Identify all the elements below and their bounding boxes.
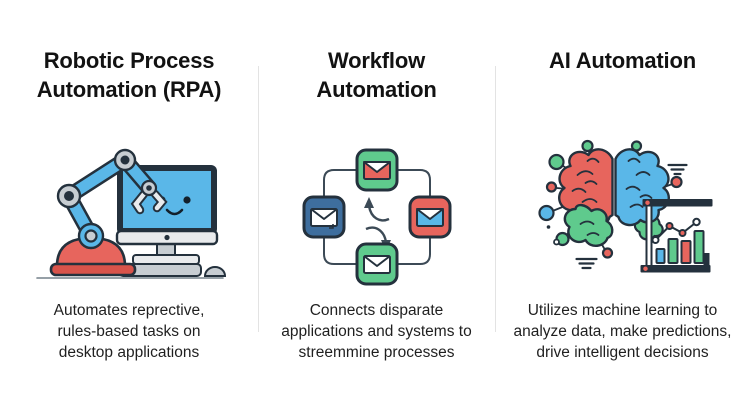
rpa-title: Robotic Process Automation (RPA) [36,48,222,103]
title-wrap: AI Automation [549,46,696,138]
column-divider [258,66,259,332]
neural-nodes [537,139,683,259]
envelope-tile-bottom [355,242,398,286]
brain-right-hemisphere [613,148,670,241]
rpa-description: Automates reprective, rules-based tasks … [53,302,205,362]
brain-analytics-icon [537,139,712,273]
arm-joints [56,148,158,250]
workflow-title: Workflow Automation [316,48,437,103]
column-ai: AI Automation [495,0,750,409]
column-rpa: Robotic Process Automation (RPA) [0,0,258,409]
workflow-illustration [291,138,463,290]
computer-monitor-icon [115,165,219,246]
column-workflow: Workflow Automation [258,0,495,409]
robot-arm-computer-icon [36,148,227,279]
bar-chart-icon [655,230,704,264]
title-wrap: Workflow Automation [316,46,436,138]
brain-green-lobe [563,203,613,247]
signal-marks [574,163,688,270]
robot-arm-icon [49,148,168,277]
connected-envelopes-icon [302,148,451,286]
envelope-tile-right [408,195,451,239]
mouse-icon [203,266,227,277]
envelope-tile-left [302,195,345,239]
title-wrap: Robotic Process Automation (RPA) [37,46,222,138]
presentation-board-icon [640,198,712,273]
ai-title: AI Automation [549,48,696,73]
connector-lines [322,169,431,265]
column-divider [495,66,496,332]
line-chart-icon [651,217,701,244]
ai-illustration [529,138,717,290]
ai-description: Utilizes machine learning to analyze dat… [513,302,732,362]
envelope-tile-top [355,148,398,192]
gripper-claw-icon [130,189,168,215]
rpa-illustration [29,138,229,290]
workflow-description: Connects disparate applications and syst… [281,302,472,362]
monitor-base [118,241,202,277]
